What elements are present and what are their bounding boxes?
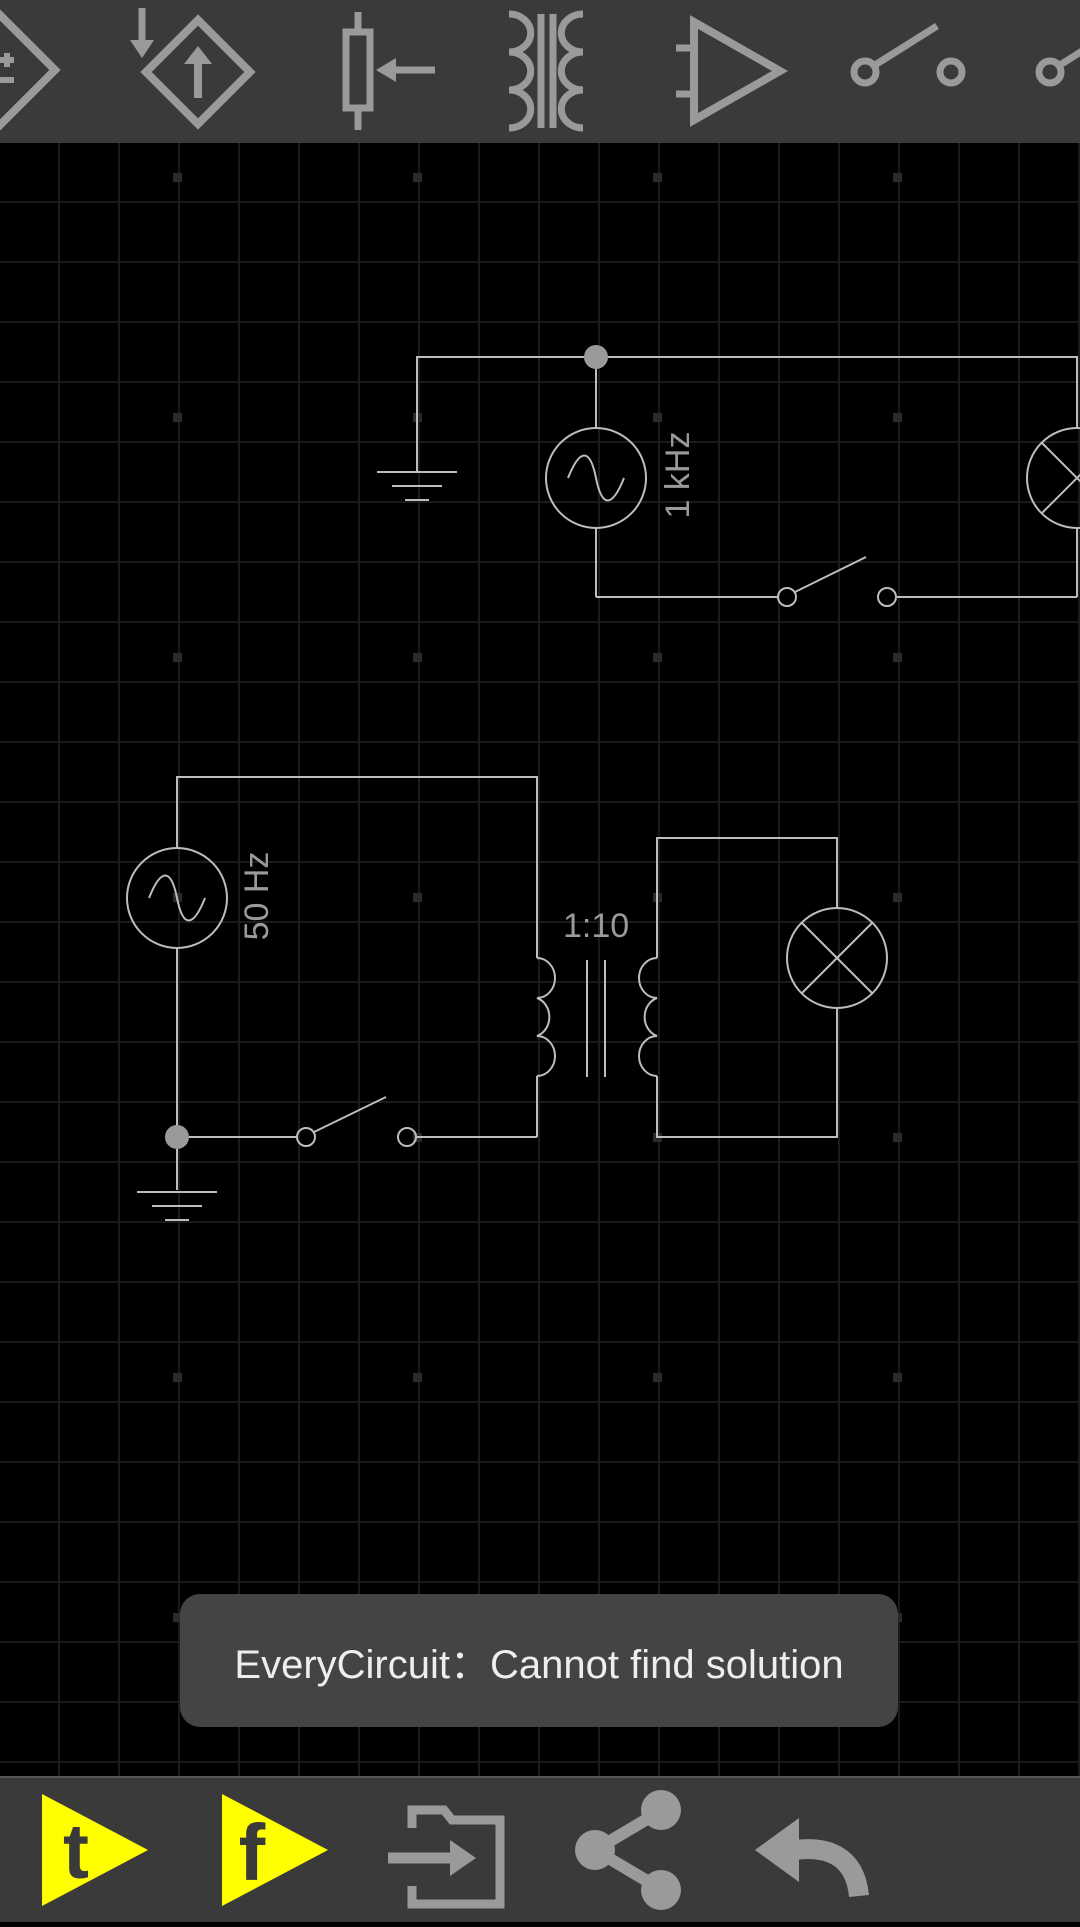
switch-tool[interactable] bbox=[845, 0, 975, 143]
top-circuit[interactable] bbox=[377, 356, 1080, 607]
transformer-ratio-label[interactable]: 1:10 bbox=[563, 907, 630, 945]
circuit-canvas[interactable]: 1 kHz 50 Hz 1:10 bbox=[0, 143, 1080, 1776]
transformer-tool[interactable] bbox=[495, 0, 605, 143]
facebook-share-icon: f bbox=[222, 1794, 328, 1906]
import-button[interactable] bbox=[380, 1778, 510, 1922]
dependent-voltage-source-icon bbox=[0, 9, 61, 131]
potentiometer-icon bbox=[342, 12, 435, 130]
undo-button[interactable] bbox=[745, 1778, 875, 1922]
switch-icon bbox=[1035, 48, 1080, 87]
left-source-frequency-label[interactable]: 50 Hz bbox=[238, 851, 276, 941]
share-icon bbox=[575, 1790, 681, 1910]
op-amp-tool[interactable] bbox=[668, 0, 788, 143]
switch-tool-2[interactable] bbox=[1030, 0, 1080, 143]
top-source-frequency-label[interactable]: 1 kHz bbox=[659, 431, 697, 519]
undo-icon bbox=[755, 1818, 869, 1898]
share-facebook-button[interactable]: f bbox=[210, 1778, 340, 1922]
error-toast: EveryCircuit：Cannot find solution bbox=[180, 1594, 898, 1727]
switch-icon bbox=[850, 23, 966, 87]
dependent-current-source-icon bbox=[130, 8, 256, 130]
bottom-circuit[interactable] bbox=[126, 776, 888, 1221]
svg-text:t: t bbox=[63, 1807, 89, 1895]
svg-text:f: f bbox=[239, 1808, 266, 1897]
component-toolbar bbox=[0, 0, 1080, 143]
toast-message: EveryCircuit：Cannot find solution bbox=[234, 1642, 844, 1687]
junction-node bbox=[584, 345, 608, 369]
import-icon bbox=[388, 1805, 505, 1909]
share-button[interactable] bbox=[565, 1778, 695, 1922]
op-amp-icon bbox=[676, 15, 788, 127]
junction-node bbox=[165, 1125, 189, 1149]
potentiometer-tool[interactable] bbox=[320, 0, 450, 143]
bottom-action-bar: t f bbox=[0, 1776, 1080, 1922]
dependent-voltage-source-tool[interactable] bbox=[0, 0, 90, 143]
dependent-current-source-tool[interactable] bbox=[120, 0, 260, 143]
transformer-icon bbox=[508, 10, 584, 132]
share-twitter-button[interactable]: t bbox=[30, 1778, 160, 1922]
circuit-schematic bbox=[126, 173, 1080, 1622]
twitter-share-icon: t bbox=[42, 1794, 148, 1906]
